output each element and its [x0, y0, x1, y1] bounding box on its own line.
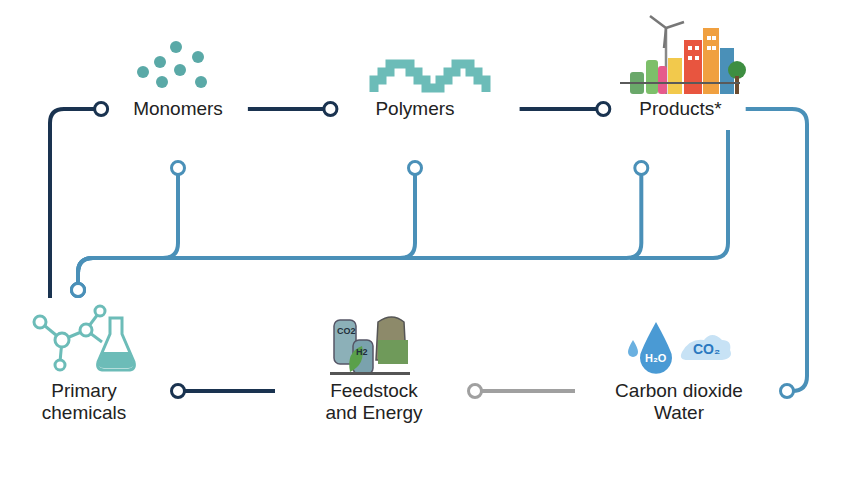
process-node: Primary chemicals	[22, 300, 146, 424]
node-label: Primary chemicals	[28, 380, 140, 424]
node-label: Carbon dioxide Water	[603, 380, 755, 424]
primary-chemicals-icon	[34, 306, 134, 370]
products-icon	[620, 16, 746, 94]
process-node: Feedstock and Energy	[309, 300, 439, 424]
water-co2-icon	[628, 322, 731, 374]
connector	[178, 389, 275, 393]
process-node: Carbon dioxide Water	[597, 300, 761, 424]
connector	[475, 389, 575, 393]
process-node: Products*	[633, 30, 728, 120]
icon-label: H₂O	[645, 352, 666, 364]
process-node: Monomers	[127, 30, 229, 120]
connector	[78, 168, 641, 290]
node-label: Monomers	[133, 98, 223, 120]
connector	[520, 107, 604, 111]
connector	[50, 109, 101, 298]
polymer-icon	[374, 64, 486, 92]
icon-label: H2	[356, 347, 368, 357]
connector	[248, 107, 331, 111]
connector	[78, 168, 415, 290]
monomer-icon	[137, 41, 207, 88]
connector	[78, 168, 178, 290]
icon-label: CO₂	[693, 341, 720, 357]
connector	[746, 109, 807, 391]
process-node: Polymers	[369, 30, 461, 120]
feedstock-icon	[330, 317, 410, 375]
icon-label: CO2	[337, 326, 356, 336]
node-label: Feedstock and Energy	[315, 380, 433, 424]
bus-line	[630, 130, 728, 258]
node-label: Polymers	[375, 98, 454, 120]
node-label: Products*	[639, 98, 721, 120]
